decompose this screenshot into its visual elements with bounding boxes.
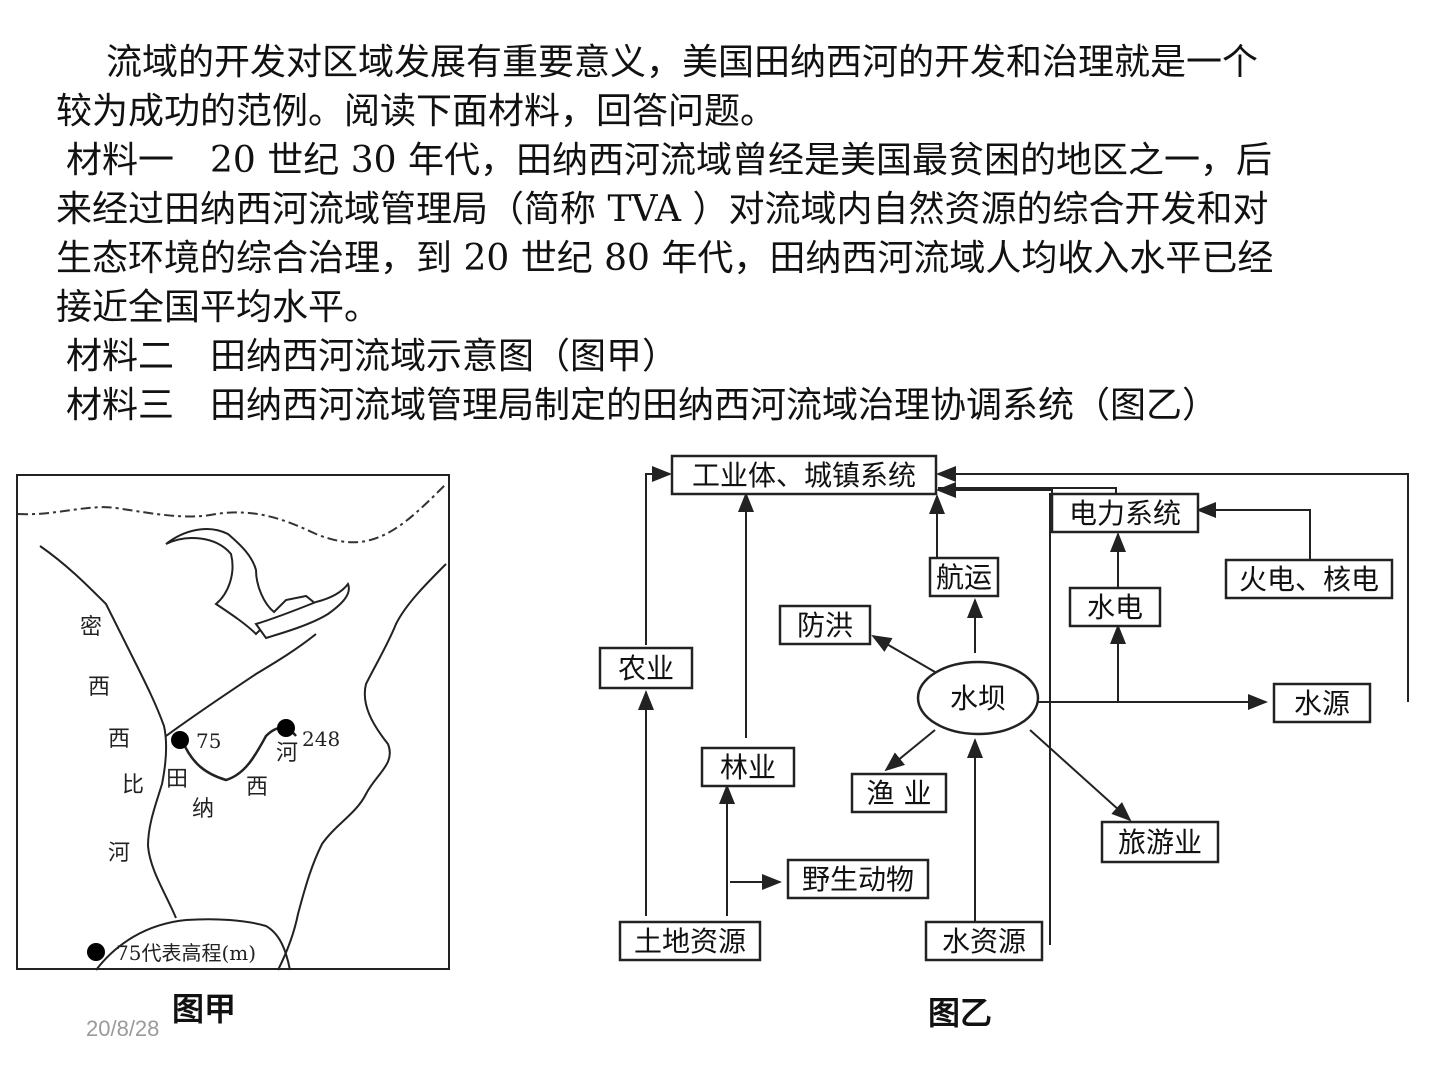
- material1-line-1: 材料一 20 世纪 30 年代，田纳西河流域曾经是美国最贫困的地区之一，后: [66, 140, 1272, 181]
- node-shipping: [928, 556, 1000, 598]
- material1-line-4: 接近全国平均水平。: [56, 287, 381, 328]
- mississippi-label-3: 西: [108, 727, 130, 752]
- node-water-resources: [924, 920, 1044, 962]
- gulf-coastline: [95, 918, 291, 971]
- node-power: [1050, 492, 1200, 534]
- elevation-label-248: 248: [302, 727, 340, 751]
- node-flood-label: 防洪: [797, 609, 853, 642]
- node-forestry-label: 林业: [720, 751, 776, 784]
- node-water-resources-label: 水资源: [942, 925, 1026, 958]
- node-land-label: 土地资源: [634, 925, 746, 958]
- mississippi-label-5: 河: [108, 841, 130, 866]
- tennessee-map: 密 西 西 比 河 田 纳 西 河 75 248 75代表高程(m): [16, 474, 450, 971]
- question-text: 流域的开发对区域发展有重要意义，美国田纳西河的开发和治理就是一个 较为成功的范例…: [56, 38, 1396, 430]
- national-border: [17, 483, 447, 544]
- east-coastline: [277, 563, 447, 971]
- tennessee-label-3: 西: [246, 775, 268, 800]
- material1-line-2: 来经过田纳西河流域管理局（简称 TVA ）对流域内自然资源的综合开发和对: [56, 189, 1269, 230]
- node-fishery-label: 渔 业: [867, 777, 932, 810]
- mississippi-river: [39, 545, 177, 919]
- node-tourism-label: 旅游业: [1118, 826, 1202, 859]
- node-land: [618, 920, 762, 962]
- node-fishery: [850, 772, 948, 814]
- node-water-source-label: 水源: [1294, 687, 1350, 720]
- node-agriculture-label: 农业: [618, 652, 674, 685]
- material2-line: 材料二 田纳西河流域示意图（图甲）: [66, 336, 679, 377]
- elevation-point-75: [171, 731, 189, 749]
- mississippi-label-1: 密: [80, 615, 102, 640]
- node-wildlife: [786, 858, 930, 900]
- elevation-label-75: 75: [196, 729, 221, 753]
- node-shipping-label: 航运: [936, 561, 992, 594]
- tennessee-label-2: 纳: [192, 797, 214, 822]
- node-dam-label: 水坝: [950, 682, 1006, 715]
- legend-dot: [87, 943, 105, 961]
- node-hydro-label: 水电: [1087, 591, 1143, 624]
- lake-erie-ontario: [254, 581, 350, 640]
- node-wildlife-label: 野生动物: [802, 863, 914, 896]
- intro-line-2: 较为成功的范例。阅读下面材料，回答问题。: [56, 91, 777, 132]
- mississippi-label-2: 西: [88, 675, 110, 700]
- node-industry: [670, 454, 938, 496]
- material1-line-3: 生态环境的综合治理，到 20 世纪 80 年代，田纳西河流域人均收入水平已经: [56, 238, 1274, 279]
- tennessee-label-1: 田: [166, 767, 188, 792]
- node-power-label: 电力系统: [1069, 497, 1181, 530]
- elevation-point-248: [277, 719, 295, 737]
- slide-date: 20/8/28: [86, 1016, 160, 1041]
- node-agriculture: [598, 646, 694, 690]
- node-thermal-label: 火电、核电: [1239, 563, 1379, 596]
- diagram-caption: 图乙: [928, 994, 993, 1032]
- material3-line: 材料三 田纳西河流域管理局制定的田纳西河流域治理协调系统（图乙）: [66, 385, 1219, 426]
- intro-line-1: 流域的开发对区域发展有重要意义，美国田纳西河的开发和治理就是一个: [106, 42, 1259, 83]
- mississippi-label-4: 比: [122, 773, 144, 798]
- map-legend: 75代表高程(m): [116, 941, 256, 965]
- ohio-river: [165, 633, 317, 737]
- tennessee-label-4: 河: [276, 741, 298, 766]
- node-forestry: [700, 746, 796, 788]
- node-water-source: [1272, 682, 1372, 724]
- node-flood: [778, 604, 872, 646]
- node-tourism: [1100, 820, 1220, 864]
- node-dam: [916, 660, 1040, 736]
- node-thermal: [1224, 558, 1394, 600]
- map-caption: 图甲: [172, 990, 237, 1028]
- node-industry-label: 工业体、城镇系统: [692, 459, 916, 492]
- node-hydro: [1068, 586, 1162, 628]
- coordination-diagram: 工业体、城镇系统 电力系统 航运 火电、核电 水电 防洪 农业 水坝 水源 林业…: [598, 454, 1409, 962]
